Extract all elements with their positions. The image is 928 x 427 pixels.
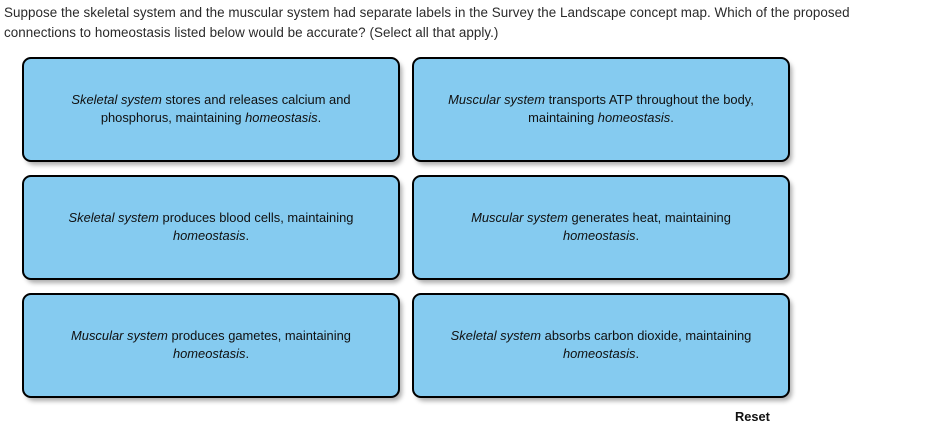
- choice-text: Muscular system produces gametes, mainta…: [71, 328, 351, 361]
- reset-button[interactable]: Reset: [735, 409, 770, 424]
- choice-text: Skeletal system absorbs carbon dioxide, …: [450, 328, 752, 361]
- choice-card[interactable]: Muscular system generates heat, maintain…: [412, 175, 790, 280]
- choice-text: Skeletal system stores and releases calc…: [71, 92, 351, 125]
- choice-card[interactable]: Muscular system produces gametes, mainta…: [22, 293, 400, 398]
- choice-grid: Skeletal system stores and releases calc…: [22, 57, 798, 398]
- choice-card[interactable]: Skeletal system absorbs carbon dioxide, …: [412, 293, 790, 398]
- choice-text: Muscular system generates heat, maintain…: [471, 210, 731, 243]
- choice-text: Skeletal system produces blood cells, ma…: [68, 210, 354, 243]
- choice-card[interactable]: Muscular system transports ATP throughou…: [412, 57, 790, 162]
- choice-text: Muscular system transports ATP throughou…: [448, 92, 754, 125]
- choice-card[interactable]: Skeletal system produces blood cells, ma…: [22, 175, 400, 280]
- choice-card[interactable]: Skeletal system stores and releases calc…: [22, 57, 400, 162]
- question-prompt: Suppose the skeletal system and the musc…: [4, 5, 850, 40]
